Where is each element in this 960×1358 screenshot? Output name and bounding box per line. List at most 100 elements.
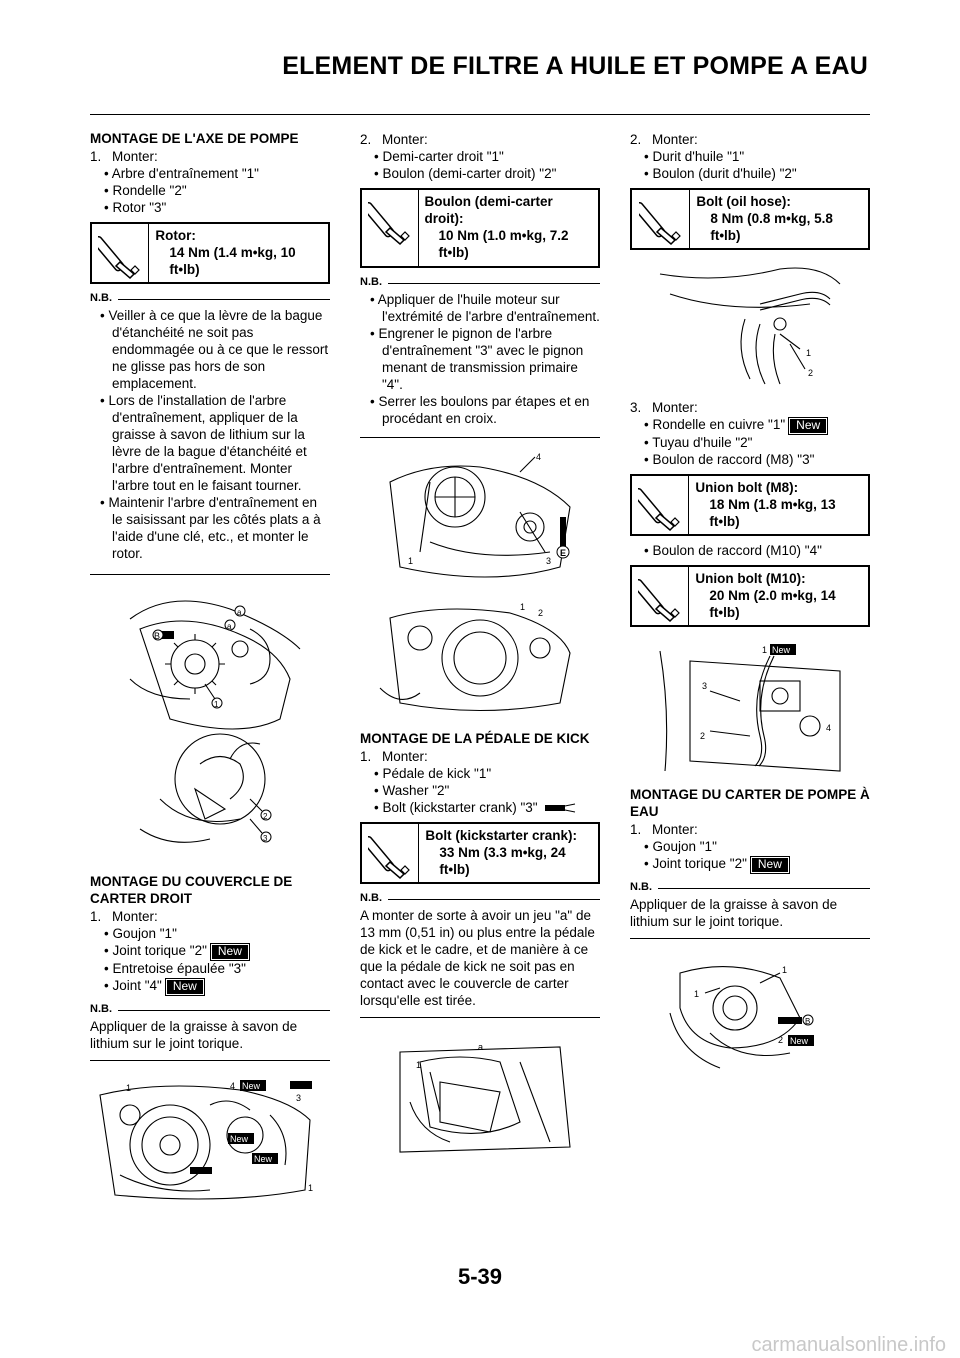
figure-right-crankcase: 1 2 xyxy=(379,602,571,712)
svg-text:E: E xyxy=(560,548,566,558)
torque-spec-box: Union bolt (M10):20 Nm (2.0 m•kg, 14 ft•… xyxy=(630,565,870,627)
figure-oil-hose: 1 2 xyxy=(659,267,841,385)
page-title: ELEMENT DE FILTRE A HUILE ET POMPE A EAU xyxy=(282,52,868,80)
section-title-crankcase-cover: MONTAGE DU COUVERCLE DE CARTER DROIT xyxy=(90,874,293,906)
nb-text: Appliquer de la graisse à savon de lithi… xyxy=(90,1019,298,1051)
svg-text:B: B xyxy=(805,1017,810,1026)
list-item: Joint "4"New xyxy=(90,977,330,996)
step-1: 1.Monter: xyxy=(90,149,158,164)
svg-text:3: 3 xyxy=(296,1093,301,1103)
svg-text:1: 1 xyxy=(126,1083,131,1093)
svg-text:New: New xyxy=(790,1036,809,1046)
svg-text:3: 3 xyxy=(546,556,551,566)
svg-text:1: 1 xyxy=(694,989,699,999)
header-rule xyxy=(90,114,870,115)
list-item: Entretoise épaulée "3" xyxy=(90,960,330,977)
page-number: 5-39 xyxy=(457,1264,503,1289)
column-right: 2.Monter: Durit d'huile "1" Boulon (duri… xyxy=(630,130,870,1078)
section-title-water-pump-housing: MONTAGE DU CARTER DE POMPE À EAU xyxy=(630,787,870,819)
svg-text:1: 1 xyxy=(806,348,811,358)
torque-spec-box: Union bolt (M8):18 Nm (1.8 m•kg, 13 ft•l… xyxy=(630,474,870,536)
torque-wrench-icon xyxy=(632,567,690,625)
svg-text:4: 4 xyxy=(536,452,541,462)
list-item: Boulon de raccord (M8) "3" xyxy=(630,451,870,468)
column-left: MONTAGE DE L'AXE DE POMPE 1.Monter: Arbr… xyxy=(90,130,330,1210)
list-item: Goujon "1" xyxy=(90,925,330,942)
list-item: Rondelle en cuivre "1"New xyxy=(630,416,870,435)
svg-text:4: 4 xyxy=(826,723,831,733)
nb-heading: N.B. xyxy=(90,1001,330,1018)
torque-spec-box: Bolt (oil hose):8 Nm (0.8 m•kg, 5.8 ft•l… xyxy=(630,188,870,250)
svg-text:3: 3 xyxy=(263,834,268,843)
new-badge: New xyxy=(749,856,790,874)
list-item: Rondelle "2" xyxy=(90,182,330,199)
step-2: 2.Monter: xyxy=(630,132,698,147)
nb-heading: N.B. xyxy=(90,290,330,307)
list-item: Demi-carter droit "1" xyxy=(360,148,600,165)
svg-text:3: 3 xyxy=(702,681,707,691)
figure-crankcase-half: E 1 3 4 xyxy=(389,452,571,578)
svg-text:2: 2 xyxy=(700,731,705,741)
figure-pump-shaft: B a a 1 2 3 xyxy=(129,600,301,843)
step-3: 3.Monter: xyxy=(630,400,698,415)
new-badge: New xyxy=(788,417,829,435)
torque-wrench-icon xyxy=(632,190,691,248)
figure-crankcase-cover: 1 4 New 3 New New 1 xyxy=(99,1080,313,1200)
svg-text:a: a xyxy=(237,608,242,617)
list-item: Joint torique "2"New xyxy=(630,855,870,874)
nb-heading: N.B. xyxy=(360,274,600,291)
figure-kick-pedal: 1 a xyxy=(399,1042,571,1153)
list-item: Goujon "1" xyxy=(630,838,870,855)
svg-text:1: 1 xyxy=(416,1060,421,1070)
list-item: Washer "2" xyxy=(360,782,600,799)
nb-item: Lors de l'installation de l'arbre d'entr… xyxy=(90,392,330,494)
torque-wrench-icon xyxy=(362,824,420,882)
list-item: Pédale de kick "1" xyxy=(360,765,600,782)
svg-text:2: 2 xyxy=(263,812,268,821)
list-item: Boulon de raccord (M10) "4" xyxy=(630,542,870,559)
list-item: Durit d'huile "1" xyxy=(630,148,870,165)
svg-text:1: 1 xyxy=(520,602,525,612)
svg-text:4: 4 xyxy=(230,1081,235,1091)
torque-wrench-icon xyxy=(92,224,150,282)
section-title-kick-pedal: MONTAGE DE LA PÉDALE DE KICK xyxy=(360,731,590,746)
torque-wrench-icon xyxy=(632,476,690,534)
svg-text:New: New xyxy=(254,1154,273,1164)
svg-text:1: 1 xyxy=(408,556,413,566)
nb-item: Veiller à ce que la lèvre de la bague d'… xyxy=(90,307,330,392)
torque-spec-box: Boulon (demi-carter droit):10 Nm (1.0 m•… xyxy=(360,188,600,268)
new-badge: New xyxy=(164,978,205,996)
list-item: Tuyau d'huile "2" xyxy=(630,434,870,451)
list-item: Joint torique "2"New xyxy=(90,942,330,961)
svg-text:New: New xyxy=(230,1134,249,1144)
torque-spec-box: Bolt (kickstarter crank):33 Nm (3.3 m•kg… xyxy=(360,822,600,884)
nb-text: Appliquer de la graisse à savon de lithi… xyxy=(630,897,838,929)
nb-item: Appliquer de l'huile moteur sur l'extrém… xyxy=(360,291,600,325)
nb-text: A monter de sorte à avoir un jeu "a" de … xyxy=(360,908,595,1008)
list-item: Rotor "3" xyxy=(90,199,330,216)
list-item: Boulon (durit d'huile) "2" xyxy=(630,165,870,182)
torque-wrench-icon xyxy=(362,190,419,266)
nb-heading: N.B. xyxy=(360,890,600,907)
list-item: Boulon (demi-carter droit) "2" xyxy=(360,165,600,182)
step-2: 2.Monter: xyxy=(360,132,428,147)
svg-text:2: 2 xyxy=(808,368,813,378)
step-1: 1.Monter: xyxy=(90,909,158,924)
new-badge: New xyxy=(209,943,250,961)
column-middle: 2.Monter: Demi-carter droit "1" Boulon (… xyxy=(360,130,600,1162)
threadlock-icon xyxy=(545,803,576,813)
svg-text:a: a xyxy=(227,622,232,631)
nb-item: Serrer les boulons par étapes et en proc… xyxy=(360,393,600,427)
section-title-pump-shaft: MONTAGE DE L'AXE DE POMPE xyxy=(90,131,299,146)
figure-oil-pipe: 1 New 3 2 4 xyxy=(659,644,841,772)
svg-text:1: 1 xyxy=(762,645,767,655)
figure-water-pump-housing: B 1 1 2 New xyxy=(669,965,814,1069)
nb-item: Maintenir l'arbre d'entraînement en le s… xyxy=(90,494,330,562)
nb-heading: N.B. xyxy=(630,879,870,896)
step-1: 1.Monter: xyxy=(630,822,698,837)
torque-spec-box: Rotor:14 Nm (1.4 m•kg, 10 ft•lb) xyxy=(90,222,330,284)
list-item: Bolt (kickstarter crank) "3" xyxy=(360,799,600,816)
list-item: Arbre d'entraînement "1" xyxy=(90,165,330,182)
svg-text:1: 1 xyxy=(214,700,219,709)
svg-text:New: New xyxy=(242,1081,261,1091)
